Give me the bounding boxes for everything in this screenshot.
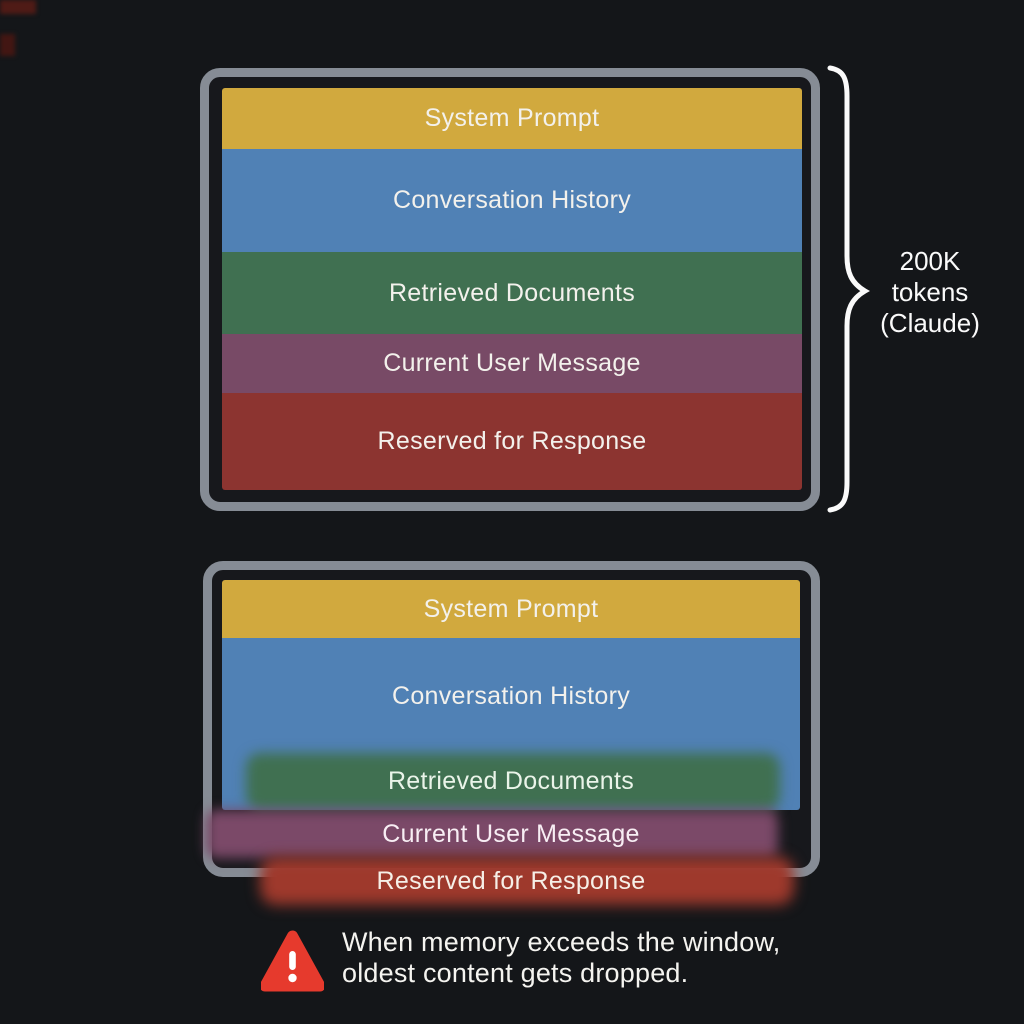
warning-triangle-icon: [261, 930, 324, 992]
band-retrieved-documents: Retrieved Documents: [222, 252, 802, 334]
band-current-user-message: Current User Message: [222, 334, 802, 393]
artifact-smudge: [0, 0, 36, 14]
warning-line-1: When memory exceeds the window,: [342, 927, 781, 957]
band-label: System Prompt: [424, 104, 600, 132]
band-system-prompt: System Prompt: [222, 580, 800, 638]
top-band-stack: System Prompt Conversation History Retri…: [222, 88, 802, 490]
band-label: System Prompt: [423, 594, 599, 623]
band-label: Current User Message: [382, 819, 640, 848]
full-context-window-box: System Prompt Conversation History Retri…: [200, 68, 820, 511]
band-label: Retrieved Documents: [388, 278, 636, 307]
band-label-reserved-for-response: Reserved for Response: [222, 857, 800, 905]
warning-line-2: oldest content gets dropped.: [342, 958, 689, 988]
band-label: Reserved for Response: [376, 866, 646, 895]
band-reserved-for-response-overflow: [260, 857, 794, 905]
capacity-line: tokens: [891, 277, 969, 307]
artifact-smudge: [0, 34, 15, 56]
band-label: Current User Message: [383, 349, 641, 377]
capacity-line: 200K: [899, 246, 961, 276]
band-current-user-message-overflow: [206, 810, 778, 858]
band-label: Retrieved Documents: [387, 767, 635, 795]
band-label: Conversation History: [391, 682, 631, 710]
band-label-retrieved-documents: Retrieved Documents: [222, 753, 800, 810]
curly-brace-icon: [827, 65, 870, 513]
capacity-label: 200K tokens (Claude): [858, 246, 1002, 339]
band-label: Conversation History: [392, 186, 632, 214]
capacity-line: (Claude): [880, 308, 980, 338]
band-conversation-history: Conversation History: [222, 149, 802, 252]
warning-text: When memory exceeds the window, oldest c…: [342, 927, 780, 989]
band-retrieved-documents-overflow: [246, 753, 780, 810]
band-reserved-for-response: Reserved for Response: [222, 393, 802, 490]
band-label: Reserved for Response: [377, 427, 647, 455]
band-label-current-user-message: Current User Message: [222, 810, 800, 858]
band-system-prompt: System Prompt: [222, 88, 802, 149]
overflow-context-window-box: System Prompt Conversation History: [203, 561, 820, 877]
